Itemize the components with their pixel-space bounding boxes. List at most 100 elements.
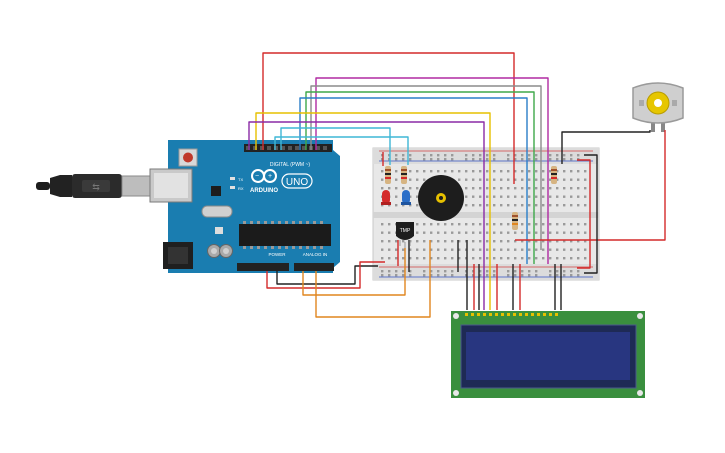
breadboard-hole [584,257,587,260]
rail-hole [563,274,566,277]
usb-cable: ⇆ [36,174,155,198]
breadboard-hole [549,257,552,260]
breadboard-hole [535,223,538,226]
breadboard-hole [577,195,580,198]
rail-hole [570,270,573,273]
breadboard-hole [500,178,503,181]
breadboard-hole [521,240,524,243]
arduino-board[interactable]: DIGITAL (PWM ~) − + ARDUINO UNO TX RX [149,140,340,273]
rail-hole [486,158,489,161]
wires [248,52,666,318]
rail-hole [549,158,552,161]
breadboard-hole [570,248,573,251]
breadboard-hole [584,170,587,173]
rail-hole [388,270,391,273]
breadboard-hole [507,187,510,190]
rail-hole [577,158,580,161]
rail-hole [514,270,517,273]
breadboard-hole [563,248,566,251]
rail-hole [472,274,475,277]
dc-motor[interactable] [632,82,684,132]
rail-hole [444,270,447,273]
breadboard-hole [479,170,482,173]
arduino-model: UNO [286,177,308,188]
rail-hole [556,274,559,277]
breadboard-hole [395,187,398,190]
rail-hole [472,154,475,157]
breadboard-hole [395,248,398,251]
breadboard-hole [465,240,468,243]
rail-hole [444,274,447,277]
breadboard-hole [451,170,454,173]
breadboard-hole [577,231,580,234]
breadboard-hole [577,240,580,243]
breadboard-hole [409,178,412,181]
breadboard-hole [570,257,573,260]
breadboard-hole [542,257,545,260]
rail-hole [437,158,440,161]
wire-green [305,91,535,264]
breadboard-hole [458,248,461,251]
rail-hole [486,270,489,273]
breadboard-hole [528,204,531,207]
breadboard-hole [388,204,391,207]
breadboard-hole [584,223,587,226]
breadboard-hole [381,187,384,190]
rail-hole [528,270,531,273]
breadboard-hole [528,257,531,260]
breadboard-hole [570,223,573,226]
breadboard-hole [416,178,419,181]
rail-hole [556,154,559,157]
rail-hole [535,154,538,157]
breadboard-hole [563,187,566,190]
resistor-1 [385,166,391,184]
rail-hole [577,274,580,277]
rail-hole [521,274,524,277]
rail-hole [388,154,391,157]
breadboard-hole [409,187,412,190]
lcd-display[interactable] [451,311,645,398]
breadboard[interactable] [372,147,600,281]
breadboard-hole [465,248,468,251]
breadboard-hole [556,257,559,260]
rail-hole [493,158,496,161]
breadboard-hole [388,248,391,251]
breadboard-hole [472,178,475,181]
breadboard-hole [521,187,524,190]
breadboard-hole [430,223,433,226]
breadboard-hole [556,223,559,226]
piezo-buzzer[interactable] [418,175,464,221]
breadboard-hole [500,231,503,234]
breadboard-hole [577,257,580,260]
breadboard-hole [493,231,496,234]
breadboard-hole [556,178,559,181]
breadboard-hole [584,187,587,190]
wire-gray [310,85,542,250]
rail-hole [507,158,510,161]
blue-led[interactable] [401,190,411,205]
breadboard-hole [549,231,552,234]
rail-hole [395,274,398,277]
temperature-sensor[interactable]: TMP [396,222,414,248]
breadboard-hole [437,223,440,226]
breadboard-hole [388,187,391,190]
rail-hole [556,270,559,273]
breadboard-hole [395,195,398,198]
rail-hole [493,274,496,277]
breadboard-hole [507,178,510,181]
breadboard-hole [458,178,461,181]
breadboard-hole [493,257,496,260]
rail-hole [479,158,482,161]
breadboard-hole [479,248,482,251]
breadboard-hole [507,231,510,234]
wire-red-top [262,52,515,184]
rail-hole [451,154,454,157]
breadboard-hole [472,195,475,198]
digital-label: DIGITAL (PWM ~) [270,162,310,168]
breadboard-hole [584,178,587,181]
red-led[interactable] [381,190,391,205]
resistors[interactable] [385,166,557,230]
breadboard-hole [521,257,524,260]
tx-label: TX [238,177,243,182]
breadboard-hole [381,231,384,234]
